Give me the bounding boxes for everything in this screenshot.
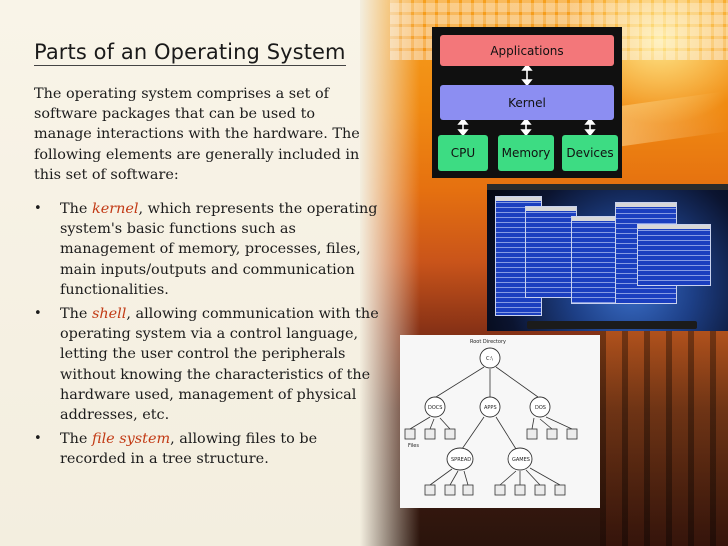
bullet-text: The [60, 306, 92, 323]
root-node [479, 347, 501, 369]
file-icon [462, 484, 474, 496]
file-system-tree-diagram: Root Directory C:\ DOCS APPS DOS Files S… [400, 335, 600, 508]
applications-box: Applications [440, 35, 614, 66]
desktop-top-panel [487, 184, 728, 190]
bullet-kernel: • The kernel, which represents the operat… [34, 199, 379, 300]
file-icon [404, 428, 416, 440]
bullet-shell: • The shell, allowing communication with … [34, 304, 379, 425]
bullet-list: • The kernel, which represents the operat… [34, 199, 379, 474]
terminal-window [637, 224, 711, 286]
background-cream [0, 0, 360, 546]
arrowhead-down [520, 129, 532, 137]
dos-label: DOS [535, 405, 546, 411]
arrowhead-down [457, 129, 469, 137]
root-caption: Root Directory [470, 339, 506, 345]
root-label: C:\ [486, 356, 493, 362]
devices-box: Devices [562, 135, 618, 171]
file-icon [566, 428, 578, 440]
files-label: Files [408, 443, 419, 449]
arrowhead-up [521, 63, 533, 71]
term-file-system: file system [91, 431, 171, 448]
file-icon [534, 484, 546, 496]
bullet-file-system: • The file system, allowing files to be r… [34, 429, 379, 469]
memory-box: Memory [498, 135, 554, 171]
term-shell: shell [91, 306, 127, 323]
spread-label: SPREAD [451, 457, 471, 463]
bullet-text: The [60, 201, 92, 217]
file-icon [424, 428, 436, 440]
arrowhead-up [520, 117, 532, 125]
bullet-text: , allowing files to be recorded in a tre… [60, 431, 318, 468]
file-icon [514, 484, 526, 496]
file-icon [494, 484, 506, 496]
file-icon [444, 428, 456, 440]
architecture-arrows [457, 63, 596, 137]
file-icon [546, 428, 558, 440]
docs-label: DOCS [428, 405, 442, 411]
file-icon [554, 484, 566, 496]
docs-node [424, 396, 446, 418]
games-label: GAMES [512, 457, 530, 463]
file-icon [444, 484, 456, 496]
apps-node [479, 396, 501, 418]
slide-title: Parts of an Operating System [34, 40, 346, 66]
arrowhead-down [584, 129, 596, 137]
arrowhead-down [521, 79, 533, 87]
desktop-dock [527, 321, 697, 329]
bullet-icon: • [34, 201, 42, 216]
cpu-box: CPU [438, 135, 488, 171]
file-icon [526, 428, 538, 440]
file-icon [424, 484, 436, 496]
apps-label: APPS [484, 405, 497, 411]
arrowhead-up [457, 117, 469, 125]
bullet-text: , allowing communication with the operat… [60, 306, 379, 424]
intro-paragraph: The operating system comprises a set of … [34, 86, 360, 183]
bullet-text: , which represents the operating system'… [60, 201, 378, 298]
kernel-box: Kernel [440, 85, 614, 120]
bullet-icon: • [34, 306, 42, 322]
tree-svg: Root Directory C:\ DOCS APPS DOS Files S… [404, 339, 578, 496]
background-city-silhouette [600, 330, 728, 546]
bullet-text: The [60, 431, 92, 448]
games-node [507, 447, 533, 471]
arrowhead-up [584, 117, 596, 125]
linux-desktop-screenshot [487, 184, 728, 331]
bullet-icon: • [34, 431, 42, 447]
os-architecture-diagram: Applications Kernel CPU Memory Devices [432, 27, 622, 178]
term-kernel: kernel [91, 201, 139, 217]
terminal-window [525, 206, 577, 298]
spread-node [446, 447, 474, 471]
dos-node [529, 396, 551, 418]
